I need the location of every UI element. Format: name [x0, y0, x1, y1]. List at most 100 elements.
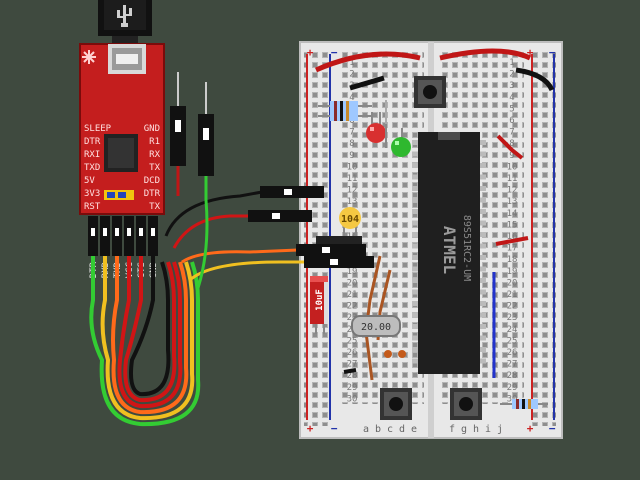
chip-pin-right [478, 163, 486, 168]
row-number: 26 [347, 348, 358, 358]
ribbon-wires [89, 256, 201, 427]
module-label-left: RST [84, 202, 101, 212]
row-number: 16 [507, 232, 518, 242]
resistor-1 [318, 101, 372, 111]
row-number: 8 [509, 139, 514, 149]
row-number: 4 [509, 93, 514, 103]
chip-pin-left [412, 163, 420, 168]
resistor-2 [318, 111, 372, 121]
row-number: 13 [347, 197, 358, 207]
column-letter: i [485, 424, 491, 435]
module-label-right: TX [149, 163, 160, 173]
ribbon-wire [89, 256, 201, 427]
ribbon-wire [100, 256, 195, 421]
led-red [366, 112, 386, 143]
module-label-left: RXI [84, 150, 100, 160]
header-pin-contact [139, 228, 143, 236]
chip-pin-left [412, 289, 420, 295]
row-number: 19 [507, 267, 518, 277]
chip-pin-left [412, 243, 420, 249]
module-label-left: TXD [84, 163, 100, 173]
electrolytic-cap-label: 10uF [315, 289, 325, 311]
row-number: 25 [347, 336, 358, 346]
row-number: 2 [349, 70, 354, 80]
module-label-right: TX [149, 202, 160, 212]
signal-wires [164, 190, 304, 289]
ribbon-wire [123, 256, 177, 403]
row-number: 4 [349, 93, 354, 103]
row-number: 29 [347, 383, 358, 393]
column-letter: d [399, 424, 405, 435]
module-label-left: 5V [84, 176, 95, 186]
crystal-label: 20.00 [361, 322, 391, 333]
usb-c-connector [108, 44, 146, 74]
header-pin-contact [115, 228, 119, 236]
row-number: 9 [509, 151, 514, 161]
chip-pin-right [478, 197, 486, 203]
sparkle-icon [82, 50, 96, 64]
rail-sign: − [549, 46, 556, 59]
resistor-3 [500, 399, 548, 409]
chip-pin-right [478, 209, 486, 214]
rail-sign: − [331, 46, 338, 59]
module-label-right: R1 [149, 137, 160, 147]
module-label-left: DTR [84, 137, 101, 147]
row-number: 2 [509, 70, 514, 80]
chip-pin-right [478, 301, 486, 306]
row-number: 21 [507, 290, 518, 300]
row-number: 28 [347, 371, 358, 381]
chip-pin-left [412, 209, 420, 214]
chip-pin-right [478, 266, 486, 272]
row-number: 6 [509, 116, 514, 126]
row-number: 14 [507, 209, 518, 219]
chip-pin-right [478, 358, 486, 364]
power-jumper-arcs [314, 48, 555, 92]
column-letter: a [363, 424, 369, 435]
microcontroller-chip: ATMEL 89S51RC2-UM [412, 132, 486, 374]
row-number: 9 [349, 151, 354, 161]
ribbon-wire [111, 256, 189, 415]
row-number: 26 [507, 348, 518, 358]
row-number: 27 [507, 360, 518, 370]
row-number: 1 [349, 58, 354, 68]
chip-pin-left [412, 324, 420, 329]
chip-brand: ATMEL [440, 226, 459, 274]
chip-pin-left [412, 255, 420, 260]
chip-pin-left [412, 347, 420, 352]
row-number: 25 [507, 336, 518, 346]
module-label-right: DTR [144, 189, 161, 199]
push-button-top [414, 76, 446, 108]
row-number: 11 [347, 174, 358, 184]
row-number: 24 [507, 325, 518, 335]
chip-pin-right [478, 289, 486, 295]
rail-sign: + [307, 422, 314, 435]
header-pin-contact [127, 228, 131, 236]
chip-pin-left [412, 358, 420, 364]
row-number: 10 [507, 162, 518, 172]
chip-pin-left [412, 266, 420, 272]
row-number: 30 [347, 394, 358, 404]
resistors [318, 101, 548, 409]
row-number: 22 [507, 302, 518, 312]
chip-pin-left [412, 278, 420, 283]
row-number: 23 [347, 313, 358, 323]
row-number: 28 [507, 371, 518, 381]
chip-notch [438, 132, 460, 140]
board-jumper-wires [343, 100, 529, 378]
module-label-right: GND [144, 124, 160, 134]
header-pin-contact [151, 228, 155, 236]
chip-pin-right [478, 140, 486, 145]
column-letter: c [387, 424, 393, 435]
dupont-pins-top [170, 72, 214, 200]
crystal-circuit: 20.00 [351, 255, 406, 381]
chip-pin-right [478, 186, 486, 191]
header-pin-contact [91, 228, 95, 236]
row-number: 15 [507, 220, 518, 230]
chip-pin-left [412, 186, 420, 191]
crystal-oscillator: 20.00 [351, 315, 401, 337]
chip-pin-right [478, 347, 486, 352]
rail-polarity-labels: +−+−+−+− [307, 46, 556, 435]
